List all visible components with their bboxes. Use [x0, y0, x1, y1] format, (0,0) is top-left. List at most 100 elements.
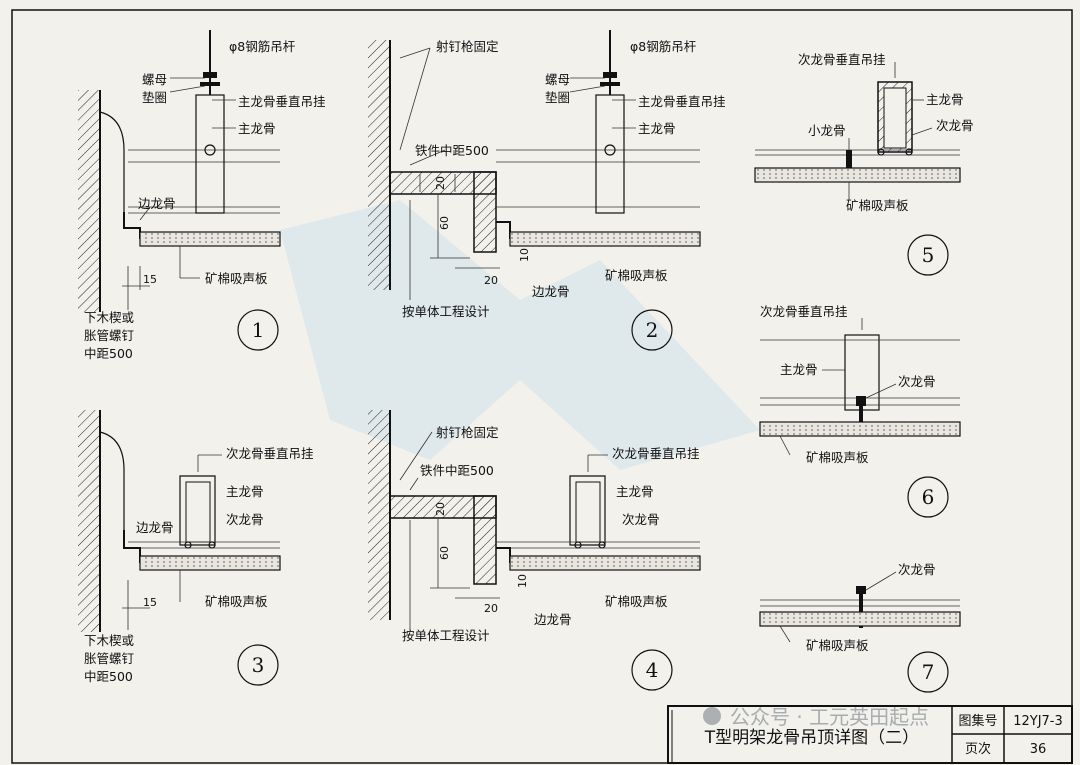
label-by-design: 按单体工程设计	[402, 304, 490, 319]
wall-finish	[99, 111, 125, 212]
background-stain	[280, 200, 760, 470]
dim-10: 10	[516, 574, 529, 588]
label-rod: φ8钢筋吊杆	[630, 39, 697, 54]
atlas-number-label: 图集号	[958, 713, 997, 729]
sec-keel-shape	[859, 406, 863, 430]
small-keel-shape	[846, 150, 852, 172]
wall-hatch	[368, 40, 390, 290]
label-wood-plug-3: 中距500	[84, 346, 133, 361]
dim-20: 20	[434, 502, 447, 516]
label-nail-gun: 射钉枪固定	[436, 425, 499, 440]
detail-number: 7	[922, 660, 935, 684]
dim-10: 10	[518, 248, 531, 262]
label-wood-plug-2: 胀管螺钉	[84, 651, 135, 666]
label-main-keel: 主龙骨	[238, 121, 276, 136]
label-sec-hanger: 次龙骨垂直吊挂	[760, 304, 848, 319]
label-mineral-board: 矿棉吸声板	[846, 198, 909, 213]
wechat-icon	[703, 707, 721, 725]
label-main-keel: 主龙骨	[926, 92, 964, 107]
detail-number-circle	[907, 234, 949, 276]
detail-number-circle	[907, 476, 949, 518]
label-nail-gun: 射钉枪固定	[436, 39, 499, 54]
label-main-keel: 主龙骨	[616, 484, 654, 499]
label-sec-hanger: 次龙骨垂直吊挂	[798, 52, 886, 67]
label-mineral-board: 矿棉吸声板	[205, 271, 268, 286]
label-iron-spacing: 铁件中距500	[420, 463, 494, 478]
label-main-hanger: 主龙骨垂直吊挂	[238, 94, 326, 109]
label-wood-plug-1: 下木楔或	[84, 633, 135, 648]
label-nut: 螺母	[545, 72, 570, 87]
detail-6: 次龙骨垂直吊挂 主龙骨 次龙骨 矿棉吸声板 6	[759, 304, 961, 518]
detail-number-circle	[631, 649, 673, 691]
label-nut: 螺母	[142, 72, 167, 87]
label-washer: 垫圈	[142, 90, 167, 105]
dim-60: 60	[438, 216, 451, 230]
label-sec-hanger: 次龙骨垂直吊挂	[226, 446, 314, 461]
label-mineral-board: 矿棉吸声板	[205, 594, 268, 609]
label-sec-hanger: 次龙骨垂直吊挂	[612, 446, 700, 461]
page-label: 页次	[965, 741, 991, 757]
dim-15: 15	[143, 596, 157, 609]
label-sec-keel: 次龙骨	[898, 562, 936, 577]
label-mineral-board: 矿棉吸声板	[806, 450, 869, 465]
watermark: 公众号 · 工元英田起点	[703, 705, 929, 729]
detail-number: 5	[922, 243, 935, 267]
label-iron-spacing: 铁件中距500	[415, 143, 489, 158]
dim-20: 20	[434, 176, 447, 190]
main-hanger-body	[195, 94, 225, 214]
label-wood-plug-3: 中距500	[84, 669, 133, 684]
detail-number: 4	[646, 658, 659, 682]
detail-2: φ8钢筋吊杆 射钉枪固定 螺母 垫圈 主龙骨垂直吊挂 主龙骨 铁件中距500 2…	[368, 30, 726, 351]
watermark-text: 公众号 · 工元英田起点	[730, 705, 929, 729]
detail-number: 6	[922, 485, 935, 509]
label-rod: φ8钢筋吊杆	[229, 39, 296, 54]
dim-20b: 20	[484, 274, 498, 287]
detail-1: φ8钢筋吊杆 螺母 垫圈 主龙骨垂直吊挂 主龙骨 边龙骨 15 矿棉吸声板 下木…	[78, 30, 326, 361]
main-hanger-body	[595, 94, 625, 214]
dim-60: 60	[438, 546, 451, 560]
wall-hatch	[78, 410, 100, 632]
title-block: T型明架龙骨吊顶详图（二） 图集号 12YJ7-3 页次 36	[667, 705, 1073, 764]
sheet-frame	[11, 9, 1073, 764]
detail-7: 次龙骨 矿棉吸声板 7	[759, 562, 961, 693]
label-edge-keel: 边龙骨	[534, 612, 572, 627]
label-washer: 垫圈	[545, 90, 570, 105]
label-wood-plug-1: 下木楔或	[84, 310, 135, 325]
label-edge-keel: 边龙骨	[532, 284, 570, 299]
wall-hatch	[78, 90, 100, 312]
atlas-number: 12YJ7-3	[1013, 714, 1063, 729]
label-wood-plug-2: 胀管螺钉	[84, 328, 135, 343]
label-edge-keel: 边龙骨	[138, 196, 176, 211]
label-sec-keel: 次龙骨	[936, 118, 974, 133]
sec-keel-shape	[859, 594, 863, 628]
drawing-title: T型明架龙骨吊顶详图（二）	[704, 728, 919, 748]
label-main-keel: 主龙骨	[780, 362, 818, 377]
dim-20b: 20	[484, 602, 498, 615]
detail-number-circle	[237, 644, 279, 686]
label-sec-keel: 次龙骨	[226, 512, 264, 527]
label-by-design: 按单体工程设计	[402, 628, 490, 643]
detail-4: 射钉枪固定 铁件中距500 次龙骨垂直吊挂 主龙骨 次龙骨 20 60 20 1…	[368, 410, 701, 691]
dim-15: 15	[143, 273, 157, 286]
detail-number: 3	[252, 653, 265, 677]
label-main-keel: 主龙骨	[638, 121, 676, 136]
label-edge-keel: 边龙骨	[136, 520, 174, 535]
label-mineral-board: 矿棉吸声板	[806, 638, 869, 653]
detail-3: 次龙骨垂直吊挂 主龙骨 次龙骨 边龙骨 15 矿棉吸声板 下木楔或 胀管螺钉 中…	[78, 410, 314, 686]
detail-number-circle	[237, 309, 279, 351]
label-sec-keel: 次龙骨	[898, 374, 936, 389]
label-mineral-board: 矿棉吸声板	[605, 268, 668, 283]
label-sec-keel: 次龙骨	[622, 512, 660, 527]
detail-number: 1	[252, 318, 265, 342]
wall-hatch	[368, 410, 390, 620]
label-main-hanger: 主龙骨垂直吊挂	[638, 94, 726, 109]
detail-5: 次龙骨垂直吊挂 主龙骨 次龙骨 小龙骨 矿棉吸声板 5	[754, 52, 974, 276]
label-small-keel: 小龙骨	[808, 123, 846, 138]
label-main-keel: 主龙骨	[226, 484, 264, 499]
detail-number: 2	[646, 318, 659, 342]
detail-number-circle	[907, 651, 949, 693]
detail-number-circle	[631, 309, 673, 351]
label-mineral-board: 矿棉吸声板	[605, 594, 668, 609]
